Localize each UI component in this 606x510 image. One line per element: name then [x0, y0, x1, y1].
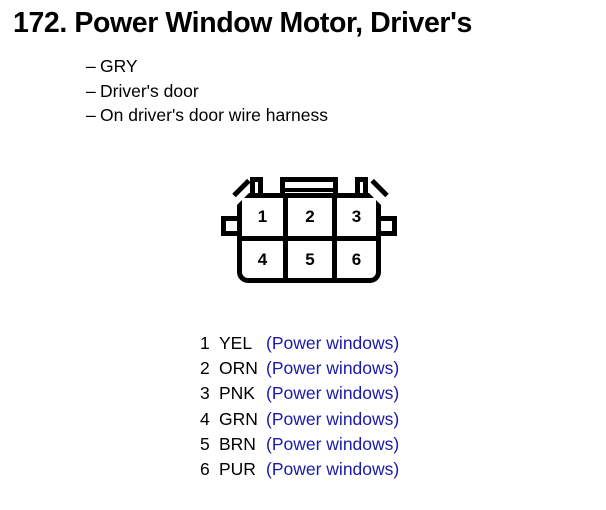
connector-top-tab-right: [355, 177, 368, 194]
legend-row: 4 GRN (Power windows): [200, 407, 399, 432]
legend-row: 2 ORN (Power windows): [200, 356, 399, 381]
pin-legend: 1 YEL (Power windows) 2 ORN (Power windo…: [200, 331, 399, 482]
legend-pin-number: 1: [200, 333, 210, 353]
connector-pin-6: 6: [337, 241, 376, 278]
pin-number-label: 6: [351, 249, 362, 269]
pin-number-label: 2: [305, 207, 315, 226]
attribute-item: – Driver's door: [86, 79, 546, 104]
connector-top-tab-left: [250, 177, 263, 194]
legend-circuit-description: (Power windows): [266, 408, 400, 429]
legend-row: 5 BRN (Power windows): [200, 432, 399, 457]
legend-wire-color: BRN: [219, 433, 256, 454]
pin-number-label: 4: [257, 249, 268, 269]
page-title: 172. Power Window Motor, Driver's: [13, 7, 472, 39]
connector-pin-1: 1: [242, 198, 283, 236]
pin-number-label: 1: [257, 207, 268, 226]
legend-pin-number: 5: [200, 433, 210, 454]
legend-wire-color: GRN: [219, 408, 258, 429]
legend-pin-number: 6: [200, 459, 210, 480]
legend-circuit-description: (Power windows): [266, 433, 400, 454]
connector-pin-5: 5: [288, 241, 332, 278]
legend-circuit-description: (Power windows): [266, 358, 400, 379]
legend-row: 3 PNK (Power windows): [200, 381, 399, 406]
connector-side-tab-left: [221, 216, 239, 236]
pin-number-label: 5: [305, 249, 315, 269]
legend-circuit-description: (Power windows): [266, 383, 400, 404]
connector-diagram: 1 2 3 4 5 6: [196, 166, 408, 290]
connector-pin-4: 4: [242, 241, 283, 278]
attribute-list: – GRY – Driver's door – On driver's door…: [86, 54, 546, 128]
legend-wire-color: ORN: [219, 358, 258, 379]
attribute-label: On driver's door wire harness: [100, 105, 329, 125]
legend-pin-number: 3: [200, 383, 210, 404]
legend-circuit-description: (Power windows): [266, 333, 400, 353]
connector-divider-horizontal: [237, 236, 381, 241]
pin-number-label: 3: [351, 207, 362, 226]
legend-pin-number: 2: [200, 358, 210, 379]
attribute-label: Driver's door: [100, 80, 199, 101]
legend-row: 1 YEL (Power windows): [200, 331, 399, 356]
attribute-label: GRY: [100, 56, 138, 76]
legend-pin-number: 4: [200, 408, 210, 429]
dash-bullet-icon: –: [86, 56, 96, 76]
connector-top-tab-center: [280, 177, 338, 194]
connector-pin-3: 3: [337, 198, 376, 236]
legend-wire-color: PUR: [219, 459, 256, 480]
connector-side-tab-right: [379, 216, 397, 236]
attribute-item: – GRY: [86, 54, 546, 79]
connector-chamfer-right: [370, 178, 389, 198]
attribute-item: – On driver's door wire harness: [86, 103, 546, 128]
connector-tab-line: [284, 188, 334, 192]
dash-bullet-icon: –: [86, 80, 96, 101]
legend-row: 6 PUR (Power windows): [200, 457, 399, 482]
legend-wire-color: PNK: [219, 383, 255, 404]
legend-circuit-description: (Power windows): [266, 459, 400, 480]
connector-pin-2: 2: [288, 198, 332, 236]
dash-bullet-icon: –: [86, 105, 96, 125]
legend-wire-color: YEL: [219, 333, 253, 353]
